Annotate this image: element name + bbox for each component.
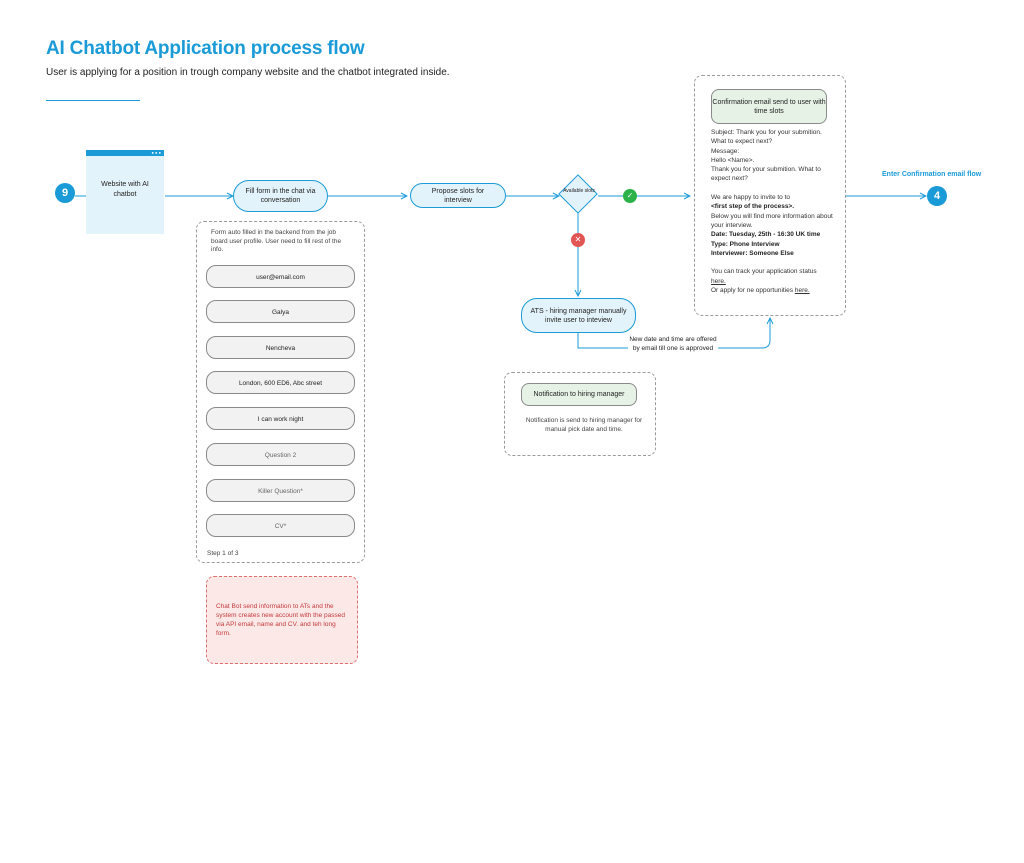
email-below: Below you will find more information abo…: [711, 212, 833, 229]
browser-bar: [86, 150, 164, 156]
email-type: Type: Phone Interview: [711, 240, 780, 248]
notification-note: Notification is send to hiring manager f…: [525, 417, 643, 433]
email-thanks: Thank you for your submition. What to ex…: [711, 166, 821, 183]
check-icon: ✓: [623, 189, 637, 203]
window-controls-icon: ● ● ●: [151, 150, 161, 155]
email-subject: Subject: Thank you for your submition.: [711, 129, 822, 136]
ats-note-text: Chat Bot send information to ATs and the…: [216, 603, 345, 637]
email-interviewer: Interviewer: Someone Else: [711, 249, 794, 257]
confirmation-panel: [694, 75, 846, 316]
email-date: Date: Tuesday, 25th - 16:30 UK time: [711, 231, 821, 239]
email-invite: We are happy to invite to to: [711, 194, 791, 202]
page-title: AI Chatbot Application process flow: [46, 38, 365, 59]
end-step-badge: 4: [927, 186, 947, 206]
cross-icon: ✕: [571, 233, 585, 247]
email-body: Subject: Thank you for your submition. W…: [711, 128, 839, 295]
fill-form-node[interactable]: Fill form in the chat via conversation: [233, 180, 328, 212]
form-step-indicator: Step 1 of 3: [207, 550, 239, 557]
email-first-step: <first step of the process>.: [711, 203, 795, 211]
available-slots-decision[interactable]: [558, 174, 598, 214]
last-name-field[interactable]: Nencheva: [206, 336, 355, 359]
title-underline: [46, 100, 140, 101]
first-name-field[interactable]: Galya: [206, 300, 355, 323]
email-greeting: Hello <Name>.: [711, 156, 755, 164]
form-panel-note: Form auto filled in the backend from the…: [211, 229, 342, 253]
question-2-field[interactable]: Question 2: [206, 443, 355, 466]
email-apply-link[interactable]: here.: [794, 287, 810, 295]
enter-confirmation-flow-label: Enter Confirmation email flow: [882, 171, 982, 178]
cv-upload-field[interactable]: CV*: [206, 514, 355, 537]
page-subtitle: User is applying for a position in troug…: [46, 67, 450, 78]
ats-note-box: [206, 576, 358, 664]
form-panel: [196, 221, 365, 563]
ats-manual-node[interactable]: ATS - hiring manager manually invite use…: [521, 298, 636, 333]
email-what-next: What to expect next?: [711, 138, 773, 146]
email-track-link[interactable]: here.: [711, 277, 726, 285]
email-track-text: You can track your application status: [711, 268, 817, 276]
start-step-badge: 9: [55, 183, 75, 203]
decision-label: Available slots: [563, 188, 595, 194]
killer-question-field[interactable]: Killer Question*: [206, 479, 355, 502]
notification-node[interactable]: Notification to hiring manager: [521, 383, 637, 406]
email-message-label: Message:: [711, 147, 740, 155]
website-label: Website with AI chatbot: [101, 181, 149, 198]
confirmation-node[interactable]: Confirmation email send to user with tim…: [711, 89, 827, 124]
email-apply-text: Or apply for ne opportunities: [711, 287, 794, 295]
address-field[interactable]: London, 600 ED6, Abc street: [206, 371, 355, 394]
availability-field[interactable]: I can work night: [206, 407, 355, 430]
propose-slots-node[interactable]: Propose slots for interview: [410, 183, 506, 208]
notification-panel: [504, 372, 656, 456]
new-date-label: New date and time are offered by email t…: [628, 335, 718, 353]
website-node[interactable]: ● ● ● Website with AI chatbot: [86, 150, 164, 234]
email-field[interactable]: user@email.com: [206, 265, 355, 288]
